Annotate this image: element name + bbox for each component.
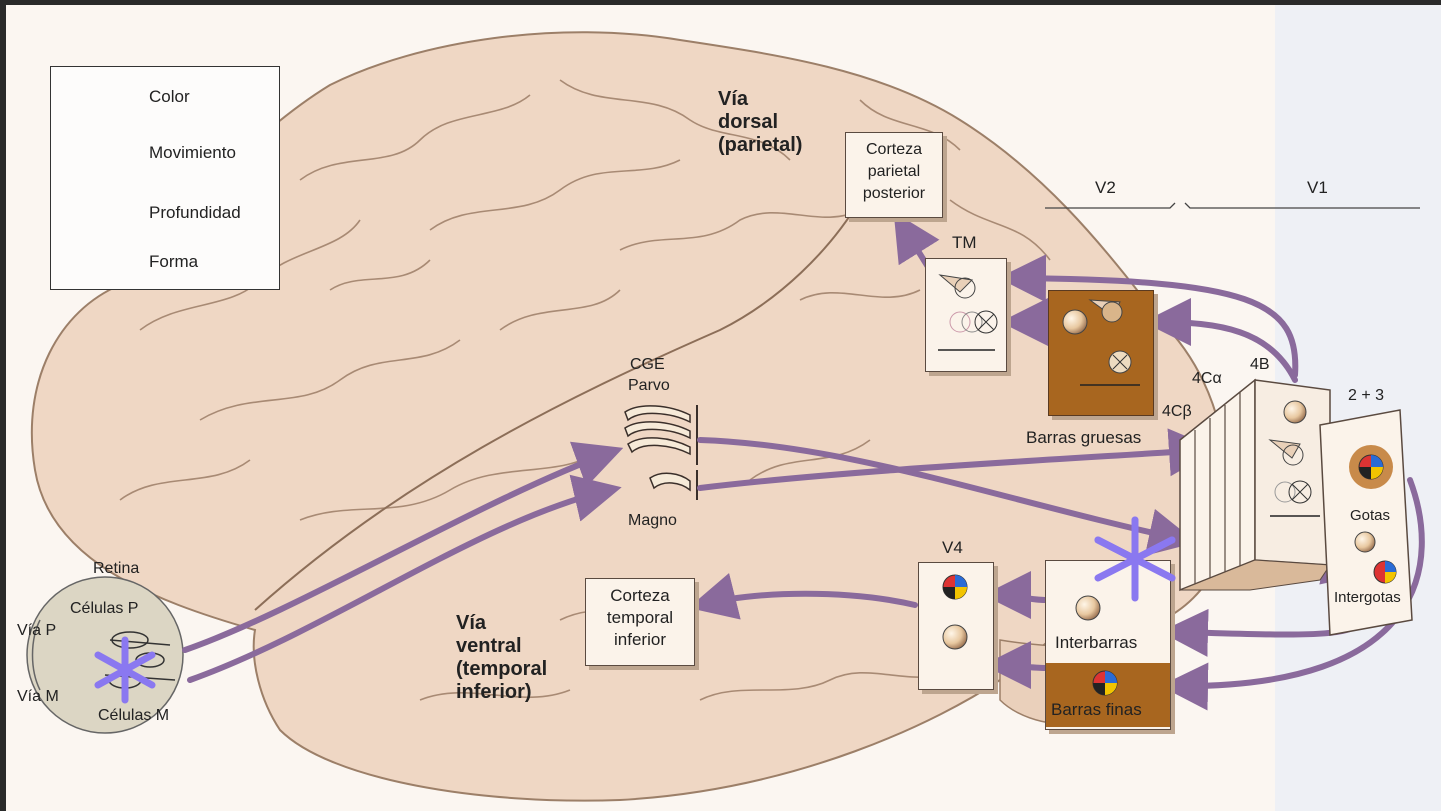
v4-box [918, 562, 994, 690]
legend-color-label: Color [149, 87, 190, 107]
inferior-temporal-label: Corteza temporal inferior [586, 585, 694, 651]
m-cells-label: Células M [98, 707, 169, 725]
v4-label: V4 [942, 538, 963, 558]
p-cells-label: Células P [70, 600, 138, 618]
lgn-parvo-label: Parvo [628, 377, 670, 395]
legend-depth-label: Profundidad [149, 203, 241, 223]
retina-label: Retina [93, 560, 139, 578]
v2-label: V2 [1095, 178, 1116, 198]
posterior-parietal-box: Corteza parietal posterior [845, 132, 943, 218]
thin-stripes-label: Barras finas [1051, 700, 1142, 720]
posterior-parietal-label: Corteza parietal posterior [846, 139, 942, 205]
arrow-thin-v4 [995, 665, 1045, 668]
lgn-magno-label: Magno [628, 512, 677, 530]
layer-4cb-label: 4Cβ [1162, 403, 1192, 421]
ventral-pathway-label: Vía ventral (temporal inferior) [456, 612, 547, 704]
legend-form-label: Forma [149, 252, 198, 272]
mt-box [925, 258, 1007, 372]
dorsal-pathway-label: Vía dorsal (parietal) [718, 88, 802, 157]
layer-23-label: 2 + 3 [1348, 387, 1384, 405]
blobs-label: Gotas [1350, 507, 1390, 524]
p-pathway-label: Vía P [17, 622, 56, 640]
thick-stripes-box [1048, 290, 1154, 416]
interblobs-label: Intergotas [1334, 589, 1401, 606]
thick-stripes-label: Barras gruesas [1026, 428, 1141, 448]
interstripes-label: Interbarras [1055, 633, 1137, 653]
legend: Color Movimiento Profundidad Forma [50, 66, 280, 290]
layer-4b-label: 4B [1250, 356, 1270, 374]
mt-label: TM [952, 233, 977, 253]
inferior-temporal-box: Corteza temporal inferior [585, 578, 695, 666]
layer-4ca-label: 4Cα [1192, 370, 1222, 388]
lgn-title: CGE [630, 356, 665, 374]
v1-label: V1 [1307, 178, 1328, 198]
m-pathway-label: Vía M [17, 688, 59, 706]
legend-movement-label: Movimiento [149, 143, 236, 163]
